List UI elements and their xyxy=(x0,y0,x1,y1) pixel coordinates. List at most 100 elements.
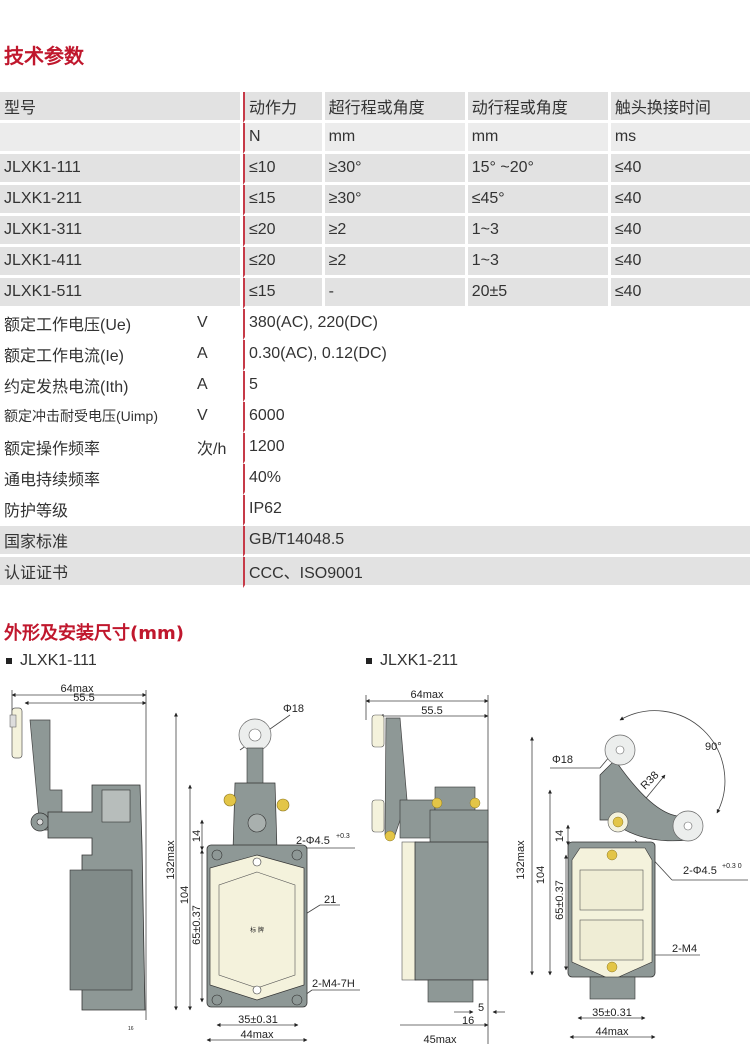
dim-label-ref: 21 xyxy=(324,894,336,906)
rating-name: 额定工作电流(Ie) xyxy=(0,340,193,371)
table-row: JLXK1-511 ≤15 - 20±5 ≤40 xyxy=(0,278,750,309)
rating-unit: A xyxy=(193,340,243,371)
table-header-row: 型号 动作力 超行程或角度 动行程或角度 触头换接时间 xyxy=(0,92,750,123)
table-cell: 1~3 xyxy=(467,247,611,278)
table-cell: ≤20 xyxy=(243,247,325,278)
table-cell: ≤10 xyxy=(243,154,325,185)
table-units-row: N mm mm ms xyxy=(0,123,750,154)
header-force: 动作力 xyxy=(243,92,325,123)
unit-cell: mm xyxy=(467,123,611,154)
rating-value: 1200 xyxy=(243,433,750,464)
table-cell: ≤40 xyxy=(610,185,750,216)
dim-height: 132max xyxy=(165,840,177,880)
table-cell: ≤40 xyxy=(610,247,750,278)
nameplate-label: 标 牌 xyxy=(250,926,264,934)
dim-gap1: 5 xyxy=(478,1002,484,1014)
rating-row: 额定操作频率 次/h 1200 xyxy=(0,433,750,464)
rating-row: 认证证书 CCC、ISO9001 xyxy=(0,557,750,588)
dim-body-width: 44max xyxy=(595,1026,629,1038)
bullet-icon xyxy=(6,657,12,664)
table-cell: ≤15 xyxy=(243,278,325,309)
model-cell: JLXK1-111 xyxy=(0,154,243,185)
rating-row: 约定发热电流(Ith) A 5 xyxy=(0,371,750,402)
bullet-icon xyxy=(366,657,372,664)
side-view-111 xyxy=(9,707,146,1011)
dim-hole-pitch-v: 65±0.37 xyxy=(554,880,566,920)
rating-value: 0.30(AC), 0.12(DC) xyxy=(243,340,750,371)
table-cell: 1~3 xyxy=(467,216,611,247)
dim-mount-tol: +0.3 0 xyxy=(722,863,742,870)
section-title-dimensions: 外形及安装尺寸(mm) xyxy=(4,623,184,644)
dim-overall-width: 64max xyxy=(410,689,444,701)
rating-value: 40% xyxy=(243,464,750,495)
header-overtravel: 超行程或角度 xyxy=(324,92,468,123)
rating-row: 国家标准 GB/T14048.5 xyxy=(0,526,750,557)
rating-name: 额定冲击耐受电压(Uimp) xyxy=(0,402,193,433)
rating-name: 通电持续频率 xyxy=(0,464,193,495)
rating-name: 国家标准 xyxy=(0,526,193,557)
rating-unit xyxy=(193,557,243,588)
front-view-211 xyxy=(567,734,704,1000)
rating-row: 额定工作电流(Ie) A 0.30(AC), 0.12(DC) xyxy=(0,340,750,371)
dim-body-width: 44max xyxy=(240,1029,274,1041)
table-row: JLXK1-411 ≤20 ≥2 1~3 ≤40 xyxy=(0,247,750,278)
spec-table: 型号 动作力 超行程或角度 动行程或角度 触头换接时间 N mm mm ms J… xyxy=(0,92,750,588)
unit-cell xyxy=(0,123,243,154)
table-cell: ≥2 xyxy=(324,247,468,278)
rating-unit: V xyxy=(193,309,243,340)
front-view-111: 标 牌 xyxy=(206,718,308,1008)
dim-gap2: 16 xyxy=(462,1015,474,1027)
model-cell: JLXK1-411 xyxy=(0,247,243,278)
table-cell: ≥2 xyxy=(324,216,468,247)
table-cell: ≤20 xyxy=(243,216,325,247)
rating-row: 额定冲击耐受电压(Uimp) V 6000 xyxy=(0,402,750,433)
model-name: JLXK1-111 xyxy=(20,652,97,669)
dim-roller-dia: Φ18 xyxy=(283,703,304,715)
dim-roller-dia: Φ18 xyxy=(552,754,573,766)
table-cell: - xyxy=(324,278,468,309)
table-cell: ≤40 xyxy=(610,216,750,247)
rating-unit: A xyxy=(193,371,243,402)
unit-cell: ms xyxy=(610,123,750,154)
drawing-label-1: JLXK1-111 xyxy=(6,652,97,670)
rating-row: 防护等级 IP62 xyxy=(0,495,750,526)
rating-name: 额定工作电压(Ue) xyxy=(0,309,193,340)
table-row: JLXK1-311 ≤20 ≥2 1~3 ≤40 xyxy=(0,216,750,247)
table-row: JLXK1-211 ≤15 ≥30° ≤45° ≤40 xyxy=(0,185,750,216)
dim-hole-pitch-h: 35±0.31 xyxy=(238,1014,278,1026)
rating-name: 约定发热电流(Ith) xyxy=(0,371,193,402)
table-cell: ≥30° xyxy=(324,154,468,185)
dim-radius: R38 xyxy=(639,769,662,792)
dim-axis-width: 55.5 xyxy=(73,692,94,704)
side-view-211 xyxy=(371,714,489,1003)
dim-hole-pitch-h: 35±0.31 xyxy=(592,1007,632,1019)
table-cell: ≤45° xyxy=(467,185,611,216)
model-name: JLXK1-211 xyxy=(380,652,458,669)
rating-row: 额定工作电压(Ue) V 380(AC), 220(DC) xyxy=(0,309,750,340)
model-cell: JLXK1-511 xyxy=(0,278,243,309)
rating-name: 认证证书 xyxy=(0,557,193,588)
model-cell: JLXK1-211 xyxy=(0,185,243,216)
table-row: JLXK1-111 ≤10 ≥30° 15° ~20° ≤40 xyxy=(0,154,750,185)
section-title-tech-params: 技术参数 xyxy=(4,44,84,68)
dim-mount-tol: +0.3 xyxy=(336,833,350,840)
model-cell: JLXK1-311 xyxy=(0,216,243,247)
dim-thread: 2-M4-7H xyxy=(312,978,355,990)
unit-cell: mm xyxy=(324,123,468,154)
dim-offset: 14 xyxy=(554,830,566,842)
rating-value: 6000 xyxy=(243,402,750,433)
rating-unit: V xyxy=(193,402,243,433)
rating-value: CCC、ISO9001 xyxy=(243,557,750,588)
rating-unit: 次/h xyxy=(193,433,243,464)
rating-unit xyxy=(193,464,243,495)
rating-value: GB/T14048.5 xyxy=(243,526,750,557)
dim-offset: 14 xyxy=(191,830,203,842)
header-model: 型号 xyxy=(0,92,243,123)
dim-mount-hole: 2-Φ4.5 xyxy=(296,835,330,847)
rating-value: 5 xyxy=(243,371,750,402)
dim-axis-width: 55.5 xyxy=(421,705,442,717)
dim-depth: 45max xyxy=(423,1034,457,1044)
header-switch-time: 触头换接时间 xyxy=(610,92,750,123)
rating-name: 防护等级 xyxy=(0,495,193,526)
